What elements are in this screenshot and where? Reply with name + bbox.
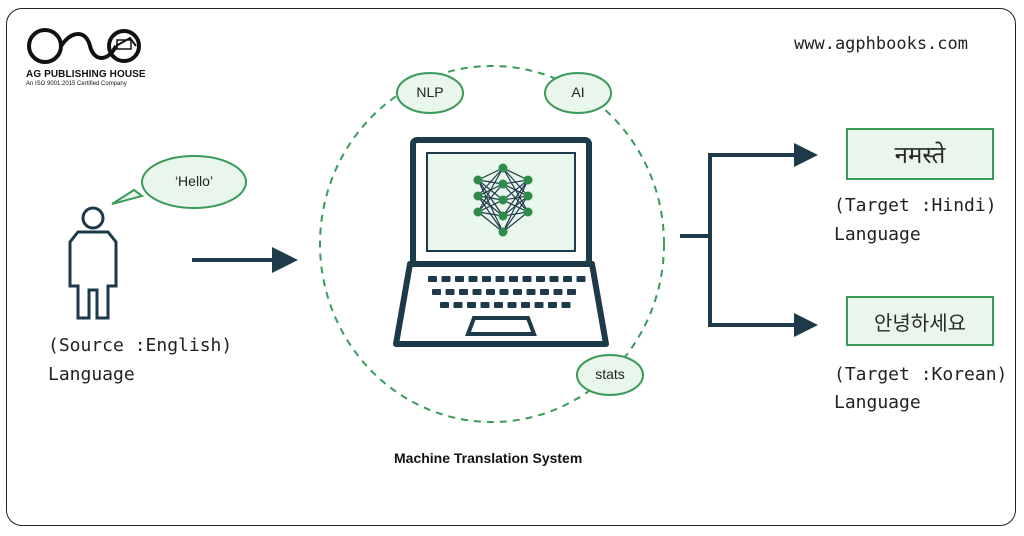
target-language-label-korean: (Target :Korean) (834, 364, 1008, 385)
keyboard-key (467, 302, 476, 308)
nn-connection (502, 179, 529, 217)
keyboard-key (540, 289, 549, 295)
speech-bubble (111, 155, 247, 209)
nn-node (523, 207, 533, 217)
keyboard-key (494, 302, 503, 308)
tag-label-nlp: NLP (416, 84, 444, 100)
nn-connection (502, 167, 529, 181)
keyboard-key (480, 302, 490, 308)
nn-connection (477, 167, 504, 213)
target-word-korean: 안녕하세요 (846, 296, 994, 346)
tag-bubble-nlp (396, 72, 464, 114)
nn-connection (477, 199, 504, 213)
keyboard-key (563, 276, 572, 282)
keyboard-key (499, 289, 509, 295)
neural-network-icon (473, 163, 533, 237)
keyboard-key (534, 302, 544, 308)
source-language-label: (Source :English) (48, 335, 233, 356)
keyboard-key (576, 276, 586, 282)
nn-node (498, 211, 508, 221)
target-language-word-hindi: Language (834, 224, 921, 245)
system-caption: Machine Translation System (394, 450, 583, 466)
nn-node (498, 195, 508, 205)
keyboard-key (432, 289, 441, 295)
keyboard-key (526, 289, 536, 295)
keyboard-key (521, 302, 530, 308)
nn-node (473, 207, 483, 217)
nn-node (498, 227, 508, 237)
keyboard-key (455, 276, 464, 282)
keyboard-key (445, 289, 455, 295)
website-url[interactable]: www.agphbooks.com (794, 34, 968, 54)
target-language-label-hindi: (Target :Hindi) (834, 195, 997, 216)
keyboard-key (472, 289, 482, 295)
nn-node (523, 175, 533, 185)
source-language-word: Language (48, 364, 135, 385)
brand-tagline: An ISO 9001:2015 Certified Company (26, 81, 127, 87)
nn-connection (502, 211, 529, 233)
keyboard-key (548, 302, 557, 308)
keyboard-key (561, 302, 571, 308)
keyboard-key (567, 289, 576, 295)
keyboard-key (468, 276, 478, 282)
keyboard-key (428, 276, 437, 282)
arrow-head-hindi (794, 143, 818, 167)
nn-node (498, 179, 508, 189)
nn-connection (502, 195, 529, 233)
keyboard-key (453, 302, 463, 308)
keyboard-key (509, 276, 518, 282)
output-arrows (680, 153, 800, 327)
tag-bubble-ai (544, 72, 612, 114)
nn-connection (502, 179, 529, 233)
keyboard-key (522, 276, 532, 282)
nn-connection (477, 211, 504, 233)
korean-word-text: 안녕하세요 (874, 310, 966, 335)
target-word-hindi: नमस्ते (846, 128, 994, 180)
nn-connection (502, 179, 529, 201)
nn-node (473, 175, 483, 185)
keyboard-key (495, 276, 505, 282)
brand-name: AG PUBLISHING HOUSE (26, 69, 146, 80)
tag-label-ai: AI (571, 84, 585, 100)
hindi-word-text: नमस्ते (894, 140, 946, 169)
keyboard-key (536, 276, 545, 282)
speech-text: ‘Hello’ (174, 173, 214, 189)
ag-logo (27, 28, 141, 64)
nn-connection (477, 167, 504, 181)
tag-label-stats: stats (595, 366, 625, 382)
keyboard-key (553, 289, 563, 295)
person-icon (68, 206, 118, 320)
nn-node (498, 163, 508, 173)
tag-bubble-stats (576, 354, 644, 396)
keyboard-key (459, 289, 468, 295)
target-language-word-korean: Language (834, 392, 921, 413)
arrow-head-korean (794, 313, 818, 337)
nn-node (473, 191, 483, 201)
nn-connection (477, 167, 504, 197)
keyboard-key (507, 302, 517, 308)
keyboard-key (549, 276, 559, 282)
keyboard-key (482, 276, 491, 282)
keyboard-key (440, 302, 449, 308)
nn-connection (477, 183, 504, 213)
keyboard-key (486, 289, 495, 295)
input-arrow (192, 247, 298, 273)
system-boundary-circle (319, 65, 665, 423)
keyboard-key (441, 276, 451, 282)
keyboard-key (513, 289, 522, 295)
nn-node (523, 191, 533, 201)
